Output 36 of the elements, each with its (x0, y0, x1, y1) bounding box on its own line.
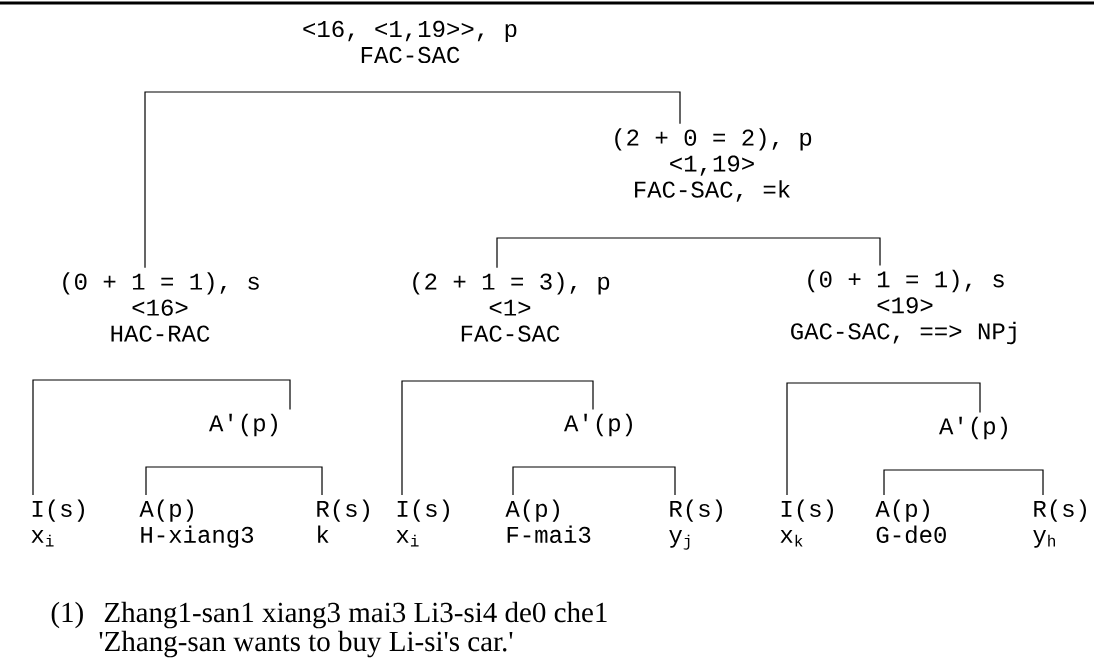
tree-label: (2 + 0 = 2), p <1,19> FAC-SAC, =k (615, 128, 812, 202)
tree-branch (963, 469, 1044, 496)
tree-branch (145, 466, 236, 496)
tree-branch (786, 382, 886, 496)
example-number: (1) (51, 601, 83, 629)
tree-label: A'(p) (564, 413, 632, 437)
leaf-label: I(s) x$_{i}$ (31, 499, 84, 547)
tree-branch (401, 380, 501, 496)
tree-label: (0 + 1 = 1), s <16> HAC-RAC (63, 272, 259, 342)
tree-label: A'(p) (209, 413, 277, 437)
tree-branch (689, 237, 881, 266)
tree-branch (409, 91, 681, 125)
tree-branch (32, 379, 161, 496)
tree-branch (884, 382, 981, 413)
leaf-label: A(p) F-mai3 (505, 499, 591, 543)
tree-branch (159, 379, 291, 410)
tree-branch (234, 466, 323, 496)
tree-branch (496, 237, 691, 269)
leaf-label: I(s) x$_{i}$ (396, 499, 449, 547)
leaf-label: I(s) x$_{k}$ (780, 499, 833, 547)
leaf-label: R(s) k (317, 499, 369, 543)
tree-label: A'(p) (939, 416, 1007, 440)
translation: 'Zhang-san wants to buy Li-si's car.' (99, 630, 513, 658)
tree-label: (0 + 1 = 1), s <19> GAC-SAC, ==> NPj (791, 269, 1016, 345)
tree-branch (593, 466, 676, 496)
leaf-label: A(p) H-xiang3 (139, 499, 254, 548)
example-sentence: Zhang1-san1 xiang3 mai3 Li3-si4 de0 che1 (104, 601, 607, 629)
tree-branch (883, 469, 965, 496)
leaf-label: R(s) y$_{j}$ (669, 499, 722, 550)
tree-label: <16, <1,19>>, p FAC-SAC (303, 20, 517, 64)
tree-label: (2 + 1 = 3), p <1> FAC-SAC (413, 272, 610, 342)
tree-branch (499, 380, 594, 410)
leaf-label: A(p) G-de0 (875, 499, 946, 544)
tree-branch (512, 466, 595, 496)
tree-branch (144, 91, 411, 269)
leaf-label: R(s) y$_{h}$ (1033, 499, 1086, 548)
